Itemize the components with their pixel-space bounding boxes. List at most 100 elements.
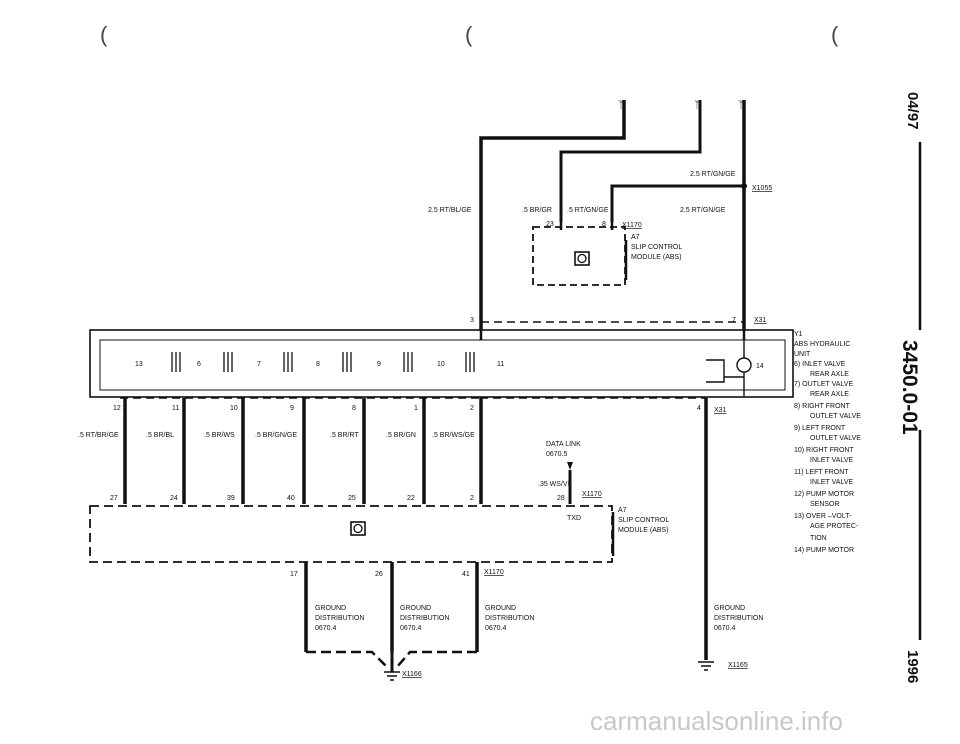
svg-text:AGE PROTEC-: AGE PROTEC- xyxy=(810,523,859,530)
svg-text:7) OUTLET VALVE: 7) OUTLET VALVE xyxy=(794,381,853,388)
top-wires: ᛉ ᛉ ᛉ xyxy=(479,100,746,330)
svg-text:.5 BR/GN: .5 BR/GN xyxy=(386,432,416,439)
svg-text:OUTLET VALVE: OUTLET VALVE xyxy=(810,435,861,442)
hyd-pin-3: 3 xyxy=(470,317,474,324)
binding-mark-left: ( xyxy=(100,22,108,47)
wire-label-rt-gn-ge-top: 2.5 RT/GN/GE xyxy=(690,171,736,178)
hyd-pin-7: 7 xyxy=(732,317,736,324)
lower-module-id: A7 xyxy=(618,507,627,514)
pump-pin-14: 14 xyxy=(756,363,764,370)
ground-labels-4: GROUND DISTRIBUTION 0670.4 xyxy=(714,605,763,632)
svg-text:OUTLET VALVE: OUTLET VALVE xyxy=(810,413,861,420)
svg-text:.5 BR/WS/GE: .5 BR/WS/GE xyxy=(432,432,475,439)
svg-text:DISTRIBUTION: DISTRIBUTION xyxy=(714,615,763,622)
hyd-pin-4: 4 xyxy=(697,405,701,412)
svg-text:.5 BR/RT: .5 BR/RT xyxy=(330,432,359,439)
svg-text:.5 RT/BR/GE: .5 RT/BR/GE xyxy=(78,432,119,439)
hyd-inner-pin-13: 13 xyxy=(135,361,143,368)
hyd-inner-pin-9: 9 xyxy=(377,361,381,368)
wire-pins-upper: 12 11 10 9 8 1 2 xyxy=(113,405,474,412)
svg-text:DISTRIBUTION: DISTRIBUTION xyxy=(400,615,449,622)
svg-text:11: 11 xyxy=(172,405,179,412)
margin-date: 04/97 xyxy=(904,92,921,130)
binding-mark-right: ( xyxy=(831,22,839,47)
lower-module-symbol-icon xyxy=(350,521,366,536)
ground-splice-x1165: X1165 xyxy=(728,662,748,669)
hyd-inner-pin-8: 8 xyxy=(316,361,320,368)
svg-text:SENSOR: SENSOR xyxy=(810,501,840,508)
binding-mark-center: ( xyxy=(465,22,473,47)
lower-module-line1: SLIP CONTROL xyxy=(618,517,669,524)
data-link-line1: DATA LINK xyxy=(546,441,581,448)
ground-icon-x1166 xyxy=(384,671,400,681)
svg-text:0670.4: 0670.4 xyxy=(315,625,337,632)
svg-text:TION: TION xyxy=(810,535,827,542)
svg-text:27: 27 xyxy=(110,495,118,502)
valve-coils xyxy=(171,352,475,372)
hydraulic-unit-box xyxy=(89,329,794,398)
svg-text:2: 2 xyxy=(470,495,474,502)
svg-text:2: 2 xyxy=(470,405,474,412)
wire-label-br-gr: .5 BR/GR xyxy=(522,207,552,214)
svg-text:1: 1 xyxy=(414,405,418,412)
data-link-pin: 28 xyxy=(557,495,565,502)
module-symbol-icon xyxy=(574,251,590,266)
svg-text:0670.4: 0670.4 xyxy=(485,625,507,632)
svg-text:8) RIGHT FRONT: 8) RIGHT FRONT xyxy=(794,403,851,410)
svg-text:9: 9 xyxy=(290,405,294,412)
svg-text:REAR AXLE: REAR AXLE xyxy=(810,391,849,398)
ground-icon-x1165 xyxy=(698,661,714,671)
svg-text:40: 40 xyxy=(287,495,295,502)
margin-year: 1996 xyxy=(904,650,921,683)
wire-pins-lower: 27 24 39 40 25 22 2 xyxy=(110,495,474,502)
lower-pin-26: 26 xyxy=(375,571,383,578)
svg-text:0670.4: 0670.4 xyxy=(714,625,736,632)
svg-text:11) LEFT FRONT: 11) LEFT FRONT xyxy=(794,469,849,476)
svg-text:GROUND: GROUND xyxy=(400,605,431,612)
splice-dot-x1055 xyxy=(741,183,747,189)
svg-text:GROUND: GROUND xyxy=(485,605,516,612)
ground-splice-x1166: X1166 xyxy=(402,671,422,678)
svg-text:UNIT: UNIT xyxy=(794,351,811,358)
svg-text:12) PUMP MOTOR: 12) PUMP MOTOR xyxy=(794,491,854,498)
hyd-inner-pin-6: 6 xyxy=(197,361,201,368)
svg-text:GROUND: GROUND xyxy=(714,605,745,612)
svg-text:DISTRIBUTION: DISTRIBUTION xyxy=(315,615,364,622)
svg-text:DISTRIBUTION: DISTRIBUTION xyxy=(485,615,534,622)
data-link-txd: TXD xyxy=(567,515,581,522)
svg-text:8: 8 xyxy=(352,405,356,412)
wire-label-rt-gn-ge-small: .5 RT/GN/GE xyxy=(567,207,609,214)
svg-text:INLET VALVE: INLET VALVE xyxy=(810,457,854,464)
legend: ABS HYDRAULIC UNIT 6) INLET VALVE REAR A… xyxy=(794,341,861,554)
hyd-inner-pin-10: 10 xyxy=(437,361,445,368)
ground-labels-1: GROUND DISTRIBUTION 0670.4 xyxy=(315,605,364,632)
svg-text:ABS HYDRAULIC: ABS HYDRAULIC xyxy=(794,341,850,348)
top-pin-23: 23 xyxy=(546,221,554,228)
data-link-line2: 0670.5 xyxy=(546,451,568,458)
ground-wires xyxy=(304,562,479,652)
ground-labels-3: GROUND DISTRIBUTION 0670.4 xyxy=(485,605,534,632)
svg-text:10) RIGHT FRONT: 10) RIGHT FRONT xyxy=(794,447,854,454)
top-connector-x1170: X1170 xyxy=(622,222,642,229)
svg-text:ᛉ: ᛉ xyxy=(738,100,744,111)
watermark: carmanualsonline.info xyxy=(590,706,843,736)
svg-text:24: 24 xyxy=(170,495,178,502)
lower-pin-41: 41 xyxy=(462,571,470,578)
lower-module-line2: MODULE (ABS) xyxy=(618,527,669,534)
svg-text:13) OVER –VOLT-: 13) OVER –VOLT- xyxy=(794,513,852,520)
pump-motor-icon xyxy=(706,340,752,397)
top-pin-8: 8 xyxy=(602,221,606,228)
svg-text:REAR AXLE: REAR AXLE xyxy=(810,371,849,378)
splice-label-x1055: X1055 xyxy=(752,185,772,192)
svg-text:GROUND: GROUND xyxy=(315,605,346,612)
hyd-connector-x31-bottom: X31 xyxy=(714,407,727,414)
top-module-line2: MODULE (ABS) xyxy=(631,254,682,261)
lower-pin-17: 17 xyxy=(290,571,298,578)
top-module-id: A7 xyxy=(631,234,640,241)
module-wires xyxy=(123,398,708,660)
ground-labels-2: GROUND DISTRIBUTION 0670.4 xyxy=(400,605,449,632)
hyd-inner-pin-7: 7 xyxy=(257,361,261,368)
lower-connector-x1170: X1170 xyxy=(484,569,504,576)
top-module-line1: SLIP CONTROL xyxy=(631,244,682,251)
